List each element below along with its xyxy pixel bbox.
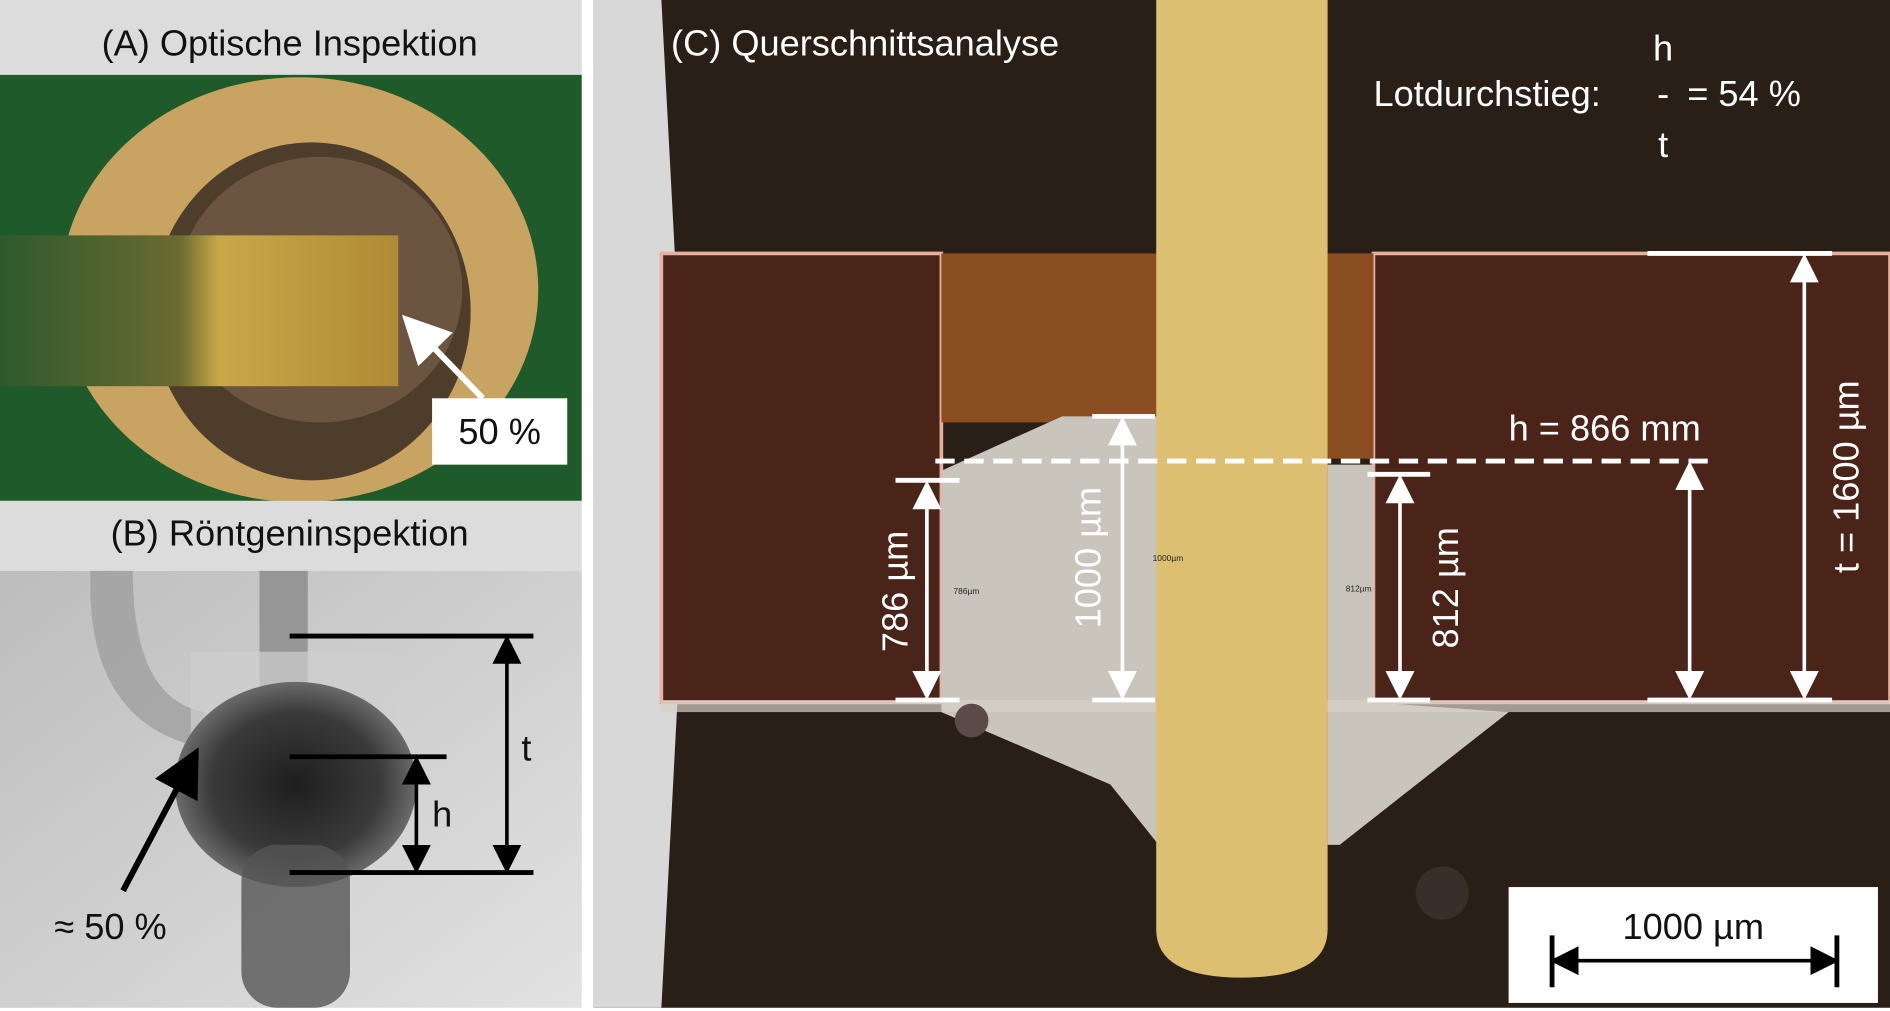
pin bbox=[1156, 0, 1328, 978]
solder-blob bbox=[175, 681, 417, 888]
label-fill: ≈ 50 % bbox=[54, 906, 166, 947]
t-label: t = 1600 µm bbox=[1826, 380, 1867, 573]
micro-label: 786µm bbox=[953, 586, 979, 596]
measure-786: 786 µm bbox=[875, 531, 916, 652]
panel-c-cross-section: (C) Querschnittsanalyse Lotdurchstieg: h… bbox=[593, 0, 1890, 1008]
scale-bar-box bbox=[1508, 887, 1878, 1003]
arrow bbox=[401, 314, 485, 401]
measure-1000: 1000 µm bbox=[1068, 487, 1109, 629]
label-h: h bbox=[432, 794, 452, 835]
micro-label: 1000µm bbox=[1153, 553, 1184, 563]
formula-result: = 54 % bbox=[1687, 73, 1801, 114]
laminate-left bbox=[659, 251, 944, 705]
label-box bbox=[432, 398, 568, 465]
panel-a-optical-inspection: (A) Optische Inspektion 50 % bbox=[0, 0, 582, 503]
formula-denominator: t bbox=[1658, 124, 1668, 165]
scale-bar-label: 1000 µm bbox=[1622, 906, 1764, 947]
panel-a-title: (A) Optische Inspektion bbox=[102, 23, 478, 64]
formula-bar: - bbox=[1657, 73, 1669, 114]
panel-b-title: (B) Röntgeninspektion bbox=[111, 513, 469, 554]
fill-arrow bbox=[120, 747, 199, 893]
solder-left bbox=[941, 416, 1159, 845]
solder-right bbox=[1327, 464, 1509, 845]
panel-b-xray-inspection: (B) Röntgeninspektion t h ≈ 50 % bbox=[0, 500, 582, 1008]
formula-label: Lotdurchstieg: bbox=[1373, 73, 1600, 114]
formula-numerator: h bbox=[1653, 27, 1673, 68]
label-t: t bbox=[521, 727, 531, 768]
panel-a-label: 50 % bbox=[458, 411, 540, 452]
micro-label: 812µm bbox=[1346, 583, 1372, 593]
panel-c-title: (C) Querschnittsanalyse bbox=[671, 23, 1059, 64]
measure-812: 812 µm bbox=[1425, 527, 1466, 648]
pin-lead bbox=[0, 235, 399, 387]
h-label: h = 866 mm bbox=[1509, 408, 1701, 449]
